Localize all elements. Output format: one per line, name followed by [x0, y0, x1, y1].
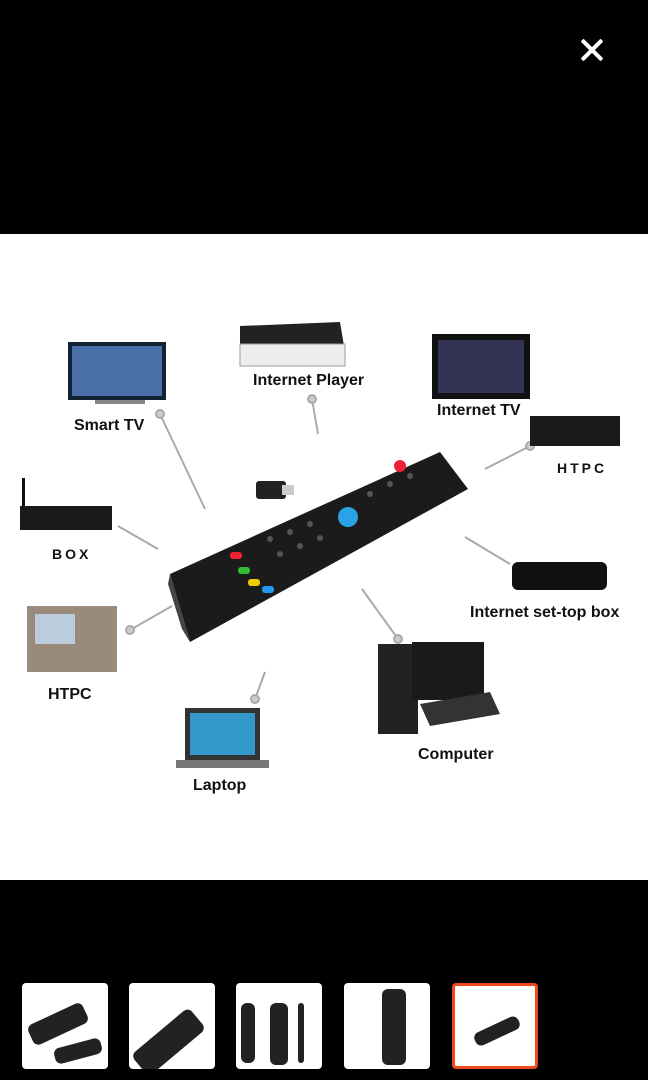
label-internet-player: Internet Player: [253, 372, 365, 389]
label-box: BOX: [52, 546, 92, 562]
thumbnail-3[interactable]: [236, 983, 322, 1069]
product-image: Smart TV Internet Player Internet TV HTP…: [0, 234, 648, 880]
connector-lines: [20, 322, 620, 768]
thumbnail-5-selected[interactable]: [452, 983, 538, 1069]
thumbnail-4[interactable]: [344, 983, 430, 1069]
device-internet-tv: [432, 334, 530, 399]
device-laptop: [176, 708, 269, 768]
device-htpc-left: [27, 606, 117, 672]
device-htpc-right: [530, 416, 620, 446]
device-set-top-box: [512, 562, 607, 590]
thumbnail-strip: [0, 983, 648, 1069]
thumbnail-1[interactable]: [22, 983, 108, 1069]
label-htpc-right: HTPC: [557, 460, 608, 476]
label-smart-tv: Smart TV: [74, 417, 145, 434]
label-internet-set-top-box: Internet set-top box: [470, 604, 620, 621]
label-computer: Computer: [418, 746, 494, 763]
close-button[interactable]: [572, 30, 612, 70]
device-internet-player: [239, 322, 346, 367]
device-computer: [378, 642, 500, 734]
label-laptop: Laptop: [193, 777, 247, 794]
device-smart-tv: [68, 342, 166, 404]
remote-control: [168, 452, 468, 642]
device-box: [20, 478, 112, 530]
label-internet-tv: Internet TV: [437, 402, 521, 419]
label-htpc-left: HTPC: [48, 686, 92, 703]
thumbnail-2[interactable]: [129, 983, 215, 1069]
